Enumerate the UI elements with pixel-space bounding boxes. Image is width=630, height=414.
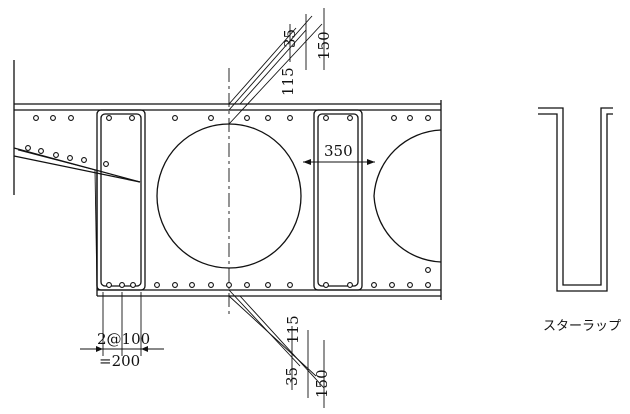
circular-void-right-partial [373, 129, 442, 263]
stirrup-detail-shape [538, 107, 613, 292]
stirrup-left-inner [100, 113, 142, 287]
stirrup-right-inner [317, 113, 359, 287]
rebar-dots [25, 115, 431, 288]
void-spacing-dimension [303, 159, 375, 165]
bottom-dimension-leaders [228, 289, 325, 408]
stirrup-left-outer [96, 109, 146, 291]
top-dimension-leaders [228, 8, 325, 125]
dim-void-spacing: 350 [324, 142, 353, 160]
stirrup-caption: スターラップ [543, 319, 621, 334]
dim-top-cover: 35 [281, 29, 299, 48]
dim-stirrup-total: =200 [99, 352, 140, 370]
stirrup-right-outer [313, 109, 363, 291]
dim-top-total: 150 [315, 31, 333, 60]
dim-top-edge: 115 [279, 67, 297, 96]
dim-bottom-edge: 115 [284, 315, 302, 344]
dim-stirrup-pitch: 2@100 [97, 330, 150, 348]
stirrup-pitch-dimension [80, 292, 164, 356]
dim-bottom-cover: 35 [283, 367, 301, 386]
dim-bottom-total: 150 [313, 369, 331, 398]
